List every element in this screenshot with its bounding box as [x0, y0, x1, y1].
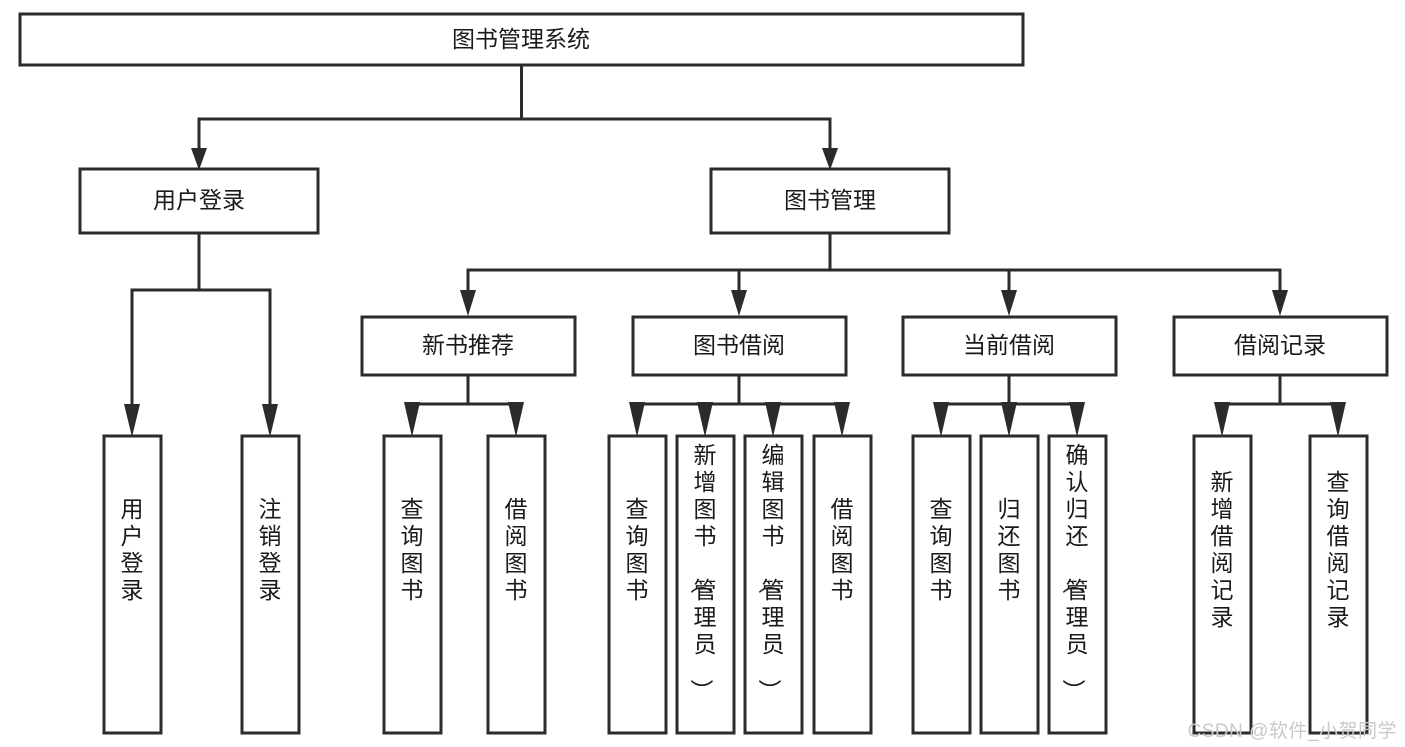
node-leaf-query-record-label: 查询借阅记录: [1327, 469, 1350, 630]
node-leaf-borrow-book-2-box[interactable]: [812, 434, 873, 735]
node-leaf-query-book-1-box[interactable]: [382, 434, 443, 735]
node-root-label: 图书管理系统: [452, 26, 590, 52]
node-book-manage[interactable]: 图书管理: [709, 167, 951, 235]
node-leaf-query-book-2-box[interactable]: [607, 434, 668, 735]
arrow-to-book-borrow-icon: [731, 290, 747, 316]
node-book-borrow-box[interactable]: [631, 315, 848, 377]
arrow-to-current-borrow-icon: [1001, 290, 1017, 316]
node-leaf-return-book-box[interactable]: [979, 434, 1040, 735]
node-current-borrow-box[interactable]: [901, 315, 1118, 377]
node-leaf-add-record-label: 新增借阅记录: [1211, 469, 1234, 630]
arrow-to-leaf-logout-icon: [262, 404, 278, 437]
csdn-watermark: CSDN @软件_小贺同学: [1187, 721, 1397, 742]
node-book-borrow[interactable]: 图书借阅: [631, 315, 848, 377]
node-leaf-query-record[interactable]: 查询借阅记录: [1308, 434, 1369, 735]
node-leaf-edit-book-label: 编辑图书（管理员）: [757, 442, 785, 702]
arrowhead-layer: [124, 148, 1346, 437]
node-leaf-logout-label: 注销登录: [259, 496, 282, 603]
arrow-to-leaf-query-book-1-icon: [404, 402, 420, 437]
node-leaf-borrow-book-2-label: 借阅图书: [831, 496, 854, 603]
node-book-manage-box[interactable]: [709, 167, 951, 235]
node-leaf-query-book-3[interactable]: 查询图书: [911, 434, 972, 735]
node-leaf-add-book-box[interactable]: [675, 434, 736, 735]
arrow-to-leaf-user-login-icon: [124, 404, 140, 437]
node-root[interactable]: 图书管理系统: [18, 12, 1025, 67]
arrow-to-user-login-icon: [191, 148, 207, 170]
arrow-to-leaf-confirm-return-icon: [1069, 402, 1085, 437]
node-leaf-add-record[interactable]: 新增借阅记录: [1192, 434, 1253, 735]
node-new-book-recommend-box[interactable]: [360, 315, 577, 377]
node-leaf-logout-box[interactable]: [240, 434, 301, 735]
node-leaf-add-book-label: 新增图书（管理员）: [689, 442, 717, 702]
node-leaf-add-record-box[interactable]: [1192, 434, 1253, 735]
node-leaf-query-book-1-label: 查询图书: [401, 496, 424, 603]
arrow-to-leaf-query-record-icon: [1330, 402, 1346, 437]
arrow-to-borrow-record-icon: [1272, 290, 1288, 316]
arrow-to-leaf-borrow-book-1-icon: [508, 402, 524, 437]
node-leaf-edit-book[interactable]: 编辑图书（管理员）: [743, 434, 804, 735]
arrow-to-leaf-query-book-2-icon: [629, 402, 645, 437]
node-borrow-record-box[interactable]: [1172, 315, 1389, 377]
node-current-borrow-label: 当前借阅: [963, 332, 1055, 358]
arrow-to-leaf-edit-book-icon: [765, 402, 781, 437]
node-leaf-return-book-label: 归还图书: [998, 496, 1021, 603]
arrow-to-leaf-add-book-icon: [697, 402, 713, 437]
arrow-to-leaf-return-book-icon: [1001, 402, 1017, 437]
node-new-book-recommend[interactable]: 新书推荐: [360, 315, 577, 377]
node-leaf-user-login[interactable]: 用户登录: [102, 434, 163, 735]
node-leaf-edit-book-box[interactable]: [743, 434, 804, 735]
node-leaf-query-book-1[interactable]: 查询图书: [382, 434, 443, 735]
node-leaf-confirm-return-box[interactable]: [1047, 434, 1108, 735]
node-leaf-query-record-box[interactable]: [1308, 434, 1369, 735]
node-borrow-record-label: 借阅记录: [1234, 332, 1326, 358]
node-leaf-confirm-return[interactable]: 确认归还（管理员）: [1047, 434, 1108, 735]
node-root-box[interactable]: [18, 12, 1025, 67]
node-leaf-borrow-book-2[interactable]: 借阅图书: [812, 434, 873, 735]
node-leaf-logout[interactable]: 注销登录: [240, 434, 301, 735]
node-book-borrow-label: 图书借阅: [693, 332, 785, 358]
node-user-login[interactable]: 用户登录: [78, 167, 320, 235]
node-current-borrow[interactable]: 当前借阅: [901, 315, 1118, 377]
node-leaf-add-book[interactable]: 新增图书（管理员）: [675, 434, 736, 735]
node-new-book-recommend-label: 新书推荐: [422, 332, 514, 358]
node-leaf-query-book-2-label: 查询图书: [626, 496, 649, 603]
node-leaf-query-book-3-box[interactable]: [911, 434, 972, 735]
arrow-to-book-manage-icon: [822, 148, 838, 170]
node-leaf-user-login-box[interactable]: [102, 434, 163, 735]
arrow-to-new-book-icon: [460, 290, 476, 316]
node-leaf-borrow-book-1-label: 借阅图书: [505, 496, 528, 603]
node-leaf-query-book-2[interactable]: 查询图书: [607, 434, 668, 735]
node-leaf-return-book[interactable]: 归还图书: [979, 434, 1040, 735]
node-leaf-confirm-return-label: 确认归还（管理员）: [1061, 442, 1089, 702]
node-leaf-user-login-label: 用户登录: [121, 496, 144, 603]
node-user-login-label: 用户登录: [153, 187, 245, 213]
node-user-login-box[interactable]: [78, 167, 320, 235]
node-leaf-borrow-book-1[interactable]: 借阅图书: [486, 434, 547, 735]
arrow-to-leaf-query-book-3-icon: [933, 402, 949, 437]
node-book-manage-label: 图书管理: [784, 187, 876, 213]
node-leaf-query-book-3-label: 查询图书: [930, 496, 953, 603]
arrow-to-leaf-borrow-book-2-icon: [834, 402, 850, 437]
arrow-to-leaf-add-record-icon: [1214, 402, 1230, 437]
node-leaf-borrow-book-1-box[interactable]: [486, 434, 547, 735]
node-borrow-record[interactable]: 借阅记录: [1172, 315, 1389, 377]
